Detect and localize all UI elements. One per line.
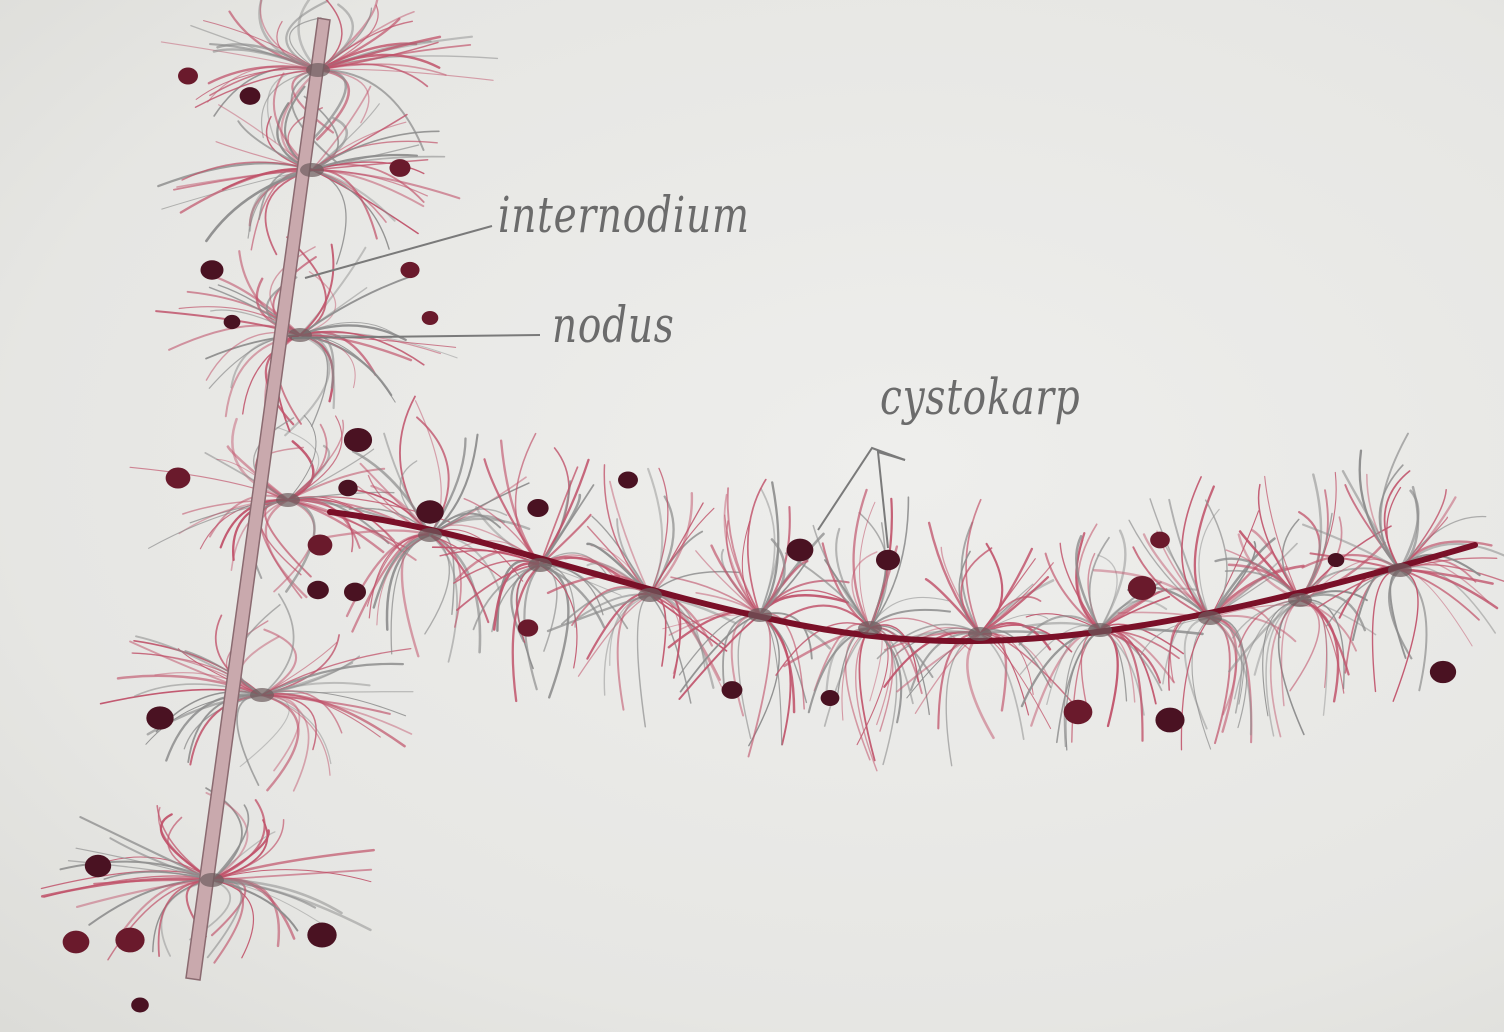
cystocarp: [338, 480, 357, 496]
cystocarp: [63, 931, 90, 954]
node: [288, 328, 312, 342]
node: [1088, 623, 1112, 637]
node: [858, 621, 882, 635]
cystocarp: [146, 706, 173, 729]
cystocarp: [416, 500, 444, 523]
cystocarp: [876, 550, 900, 570]
node: [250, 688, 274, 702]
node: [968, 627, 992, 641]
label-cystokarp: cystokarp: [880, 368, 1081, 426]
node: [418, 528, 442, 542]
cystocarp: [1328, 553, 1345, 567]
cystocarp: [1155, 708, 1184, 733]
cystocarp: [166, 467, 191, 488]
side-branch: [330, 512, 1475, 641]
cystocarp: [131, 998, 149, 1013]
cystocarp: [307, 923, 336, 948]
cystocarp: [240, 87, 261, 105]
cystocarp: [389, 159, 410, 177]
node: [748, 608, 772, 622]
cystocarp: [224, 315, 241, 329]
cystocarp: [618, 472, 638, 489]
cystocarp: [307, 581, 329, 599]
node: [200, 873, 224, 887]
node: [300, 163, 324, 177]
node: [1288, 593, 1312, 607]
cystocarp: [527, 499, 548, 517]
cystocarp: [787, 539, 814, 562]
label-internodium: internodium: [498, 186, 750, 244]
cystocarp: [178, 68, 198, 85]
cystocarp: [1430, 661, 1456, 683]
node: [276, 493, 300, 507]
cystocarp: [115, 928, 144, 953]
cystocarp: [518, 619, 538, 636]
cystocarp: [422, 311, 439, 325]
cystocarp: [344, 583, 366, 602]
node: [638, 588, 662, 602]
cystocarp: [1150, 532, 1170, 549]
cystocarp: [1064, 700, 1093, 724]
cystocarp: [85, 855, 111, 877]
cystocarp: [344, 428, 372, 452]
node: [528, 558, 552, 572]
cystocarp: [722, 681, 743, 699]
cystocarp: [400, 262, 419, 278]
node: [306, 63, 330, 77]
node: [1198, 611, 1222, 625]
label-nodus: nodus: [552, 296, 675, 354]
cystocarp: [1128, 576, 1156, 600]
node: [1388, 563, 1412, 577]
cystocarp: [821, 690, 840, 706]
cystocarp: [308, 534, 333, 555]
cystocarp: [200, 260, 223, 280]
